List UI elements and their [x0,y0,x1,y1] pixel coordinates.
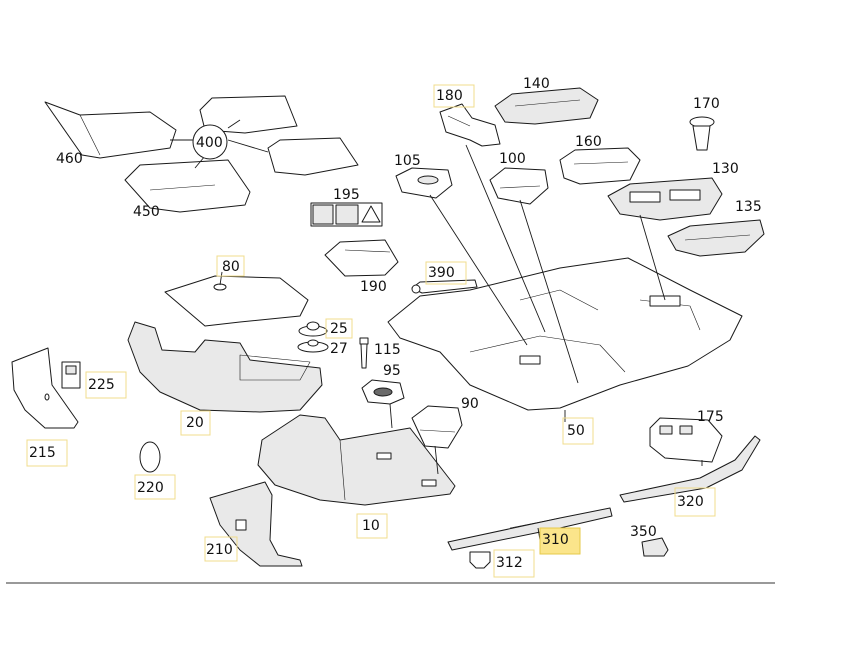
svg-text:320: 320 [677,494,704,510]
cap-27[interactable] [297,339,329,353]
svg-text:50: 50 [567,423,585,439]
callout-210[interactable]: 210 [204,536,238,562]
tray-100[interactable] [489,167,549,205]
callout-460[interactable]: 460 [56,151,83,167]
trunk-floor-cover[interactable] [164,275,309,327]
callout-130[interactable]: 130 [712,161,739,177]
svg-text:210: 210 [206,542,233,558]
svg-text:215: 215 [29,445,56,461]
svg-text:180: 180 [436,88,463,104]
floor-insulation-50[interactable] [387,257,743,411]
tray-105[interactable] [395,167,453,199]
callout-390[interactable]: 390 [425,261,467,285]
callout-135[interactable]: 135 [735,199,762,215]
svg-text:190: 190 [360,279,387,295]
callout-190[interactable]: 190 [360,279,387,295]
svg-text:310: 310 [542,532,569,548]
console-part-135[interactable] [667,219,765,257]
callout-310[interactable]: 310 [539,527,581,555]
callout-350[interactable]: 350 [630,524,657,540]
cover-panel-190[interactable] [324,239,399,277]
clip-312[interactable] [469,551,491,569]
floor-mat-front-right[interactable] [124,159,251,213]
callout-160[interactable]: 160 [575,134,602,150]
callout-195[interactable]: 195 [333,187,360,203]
sill-trim-320[interactable] [619,435,761,503]
clip-225[interactable] [61,361,81,389]
console-cover-140[interactable] [494,87,599,125]
tray-90[interactable] [411,405,463,449]
svg-text:450: 450 [133,204,160,220]
svg-text:130: 130 [712,161,739,177]
callout-220[interactable]: 220 [134,474,176,500]
strap-390[interactable] [411,279,478,294]
callout-215[interactable]: 215 [26,439,68,467]
svg-text:160: 160 [575,134,602,150]
round-cover-220[interactable] [139,441,161,473]
svg-text:220: 220 [137,480,164,496]
callout-312[interactable]: 312 [493,549,535,578]
tray-95[interactable] [361,379,405,405]
clip-350[interactable] [641,537,669,557]
svg-text:105: 105 [394,153,421,169]
svg-text:115: 115 [374,342,401,358]
svg-text:80: 80 [222,259,240,275]
svg-text:195: 195 [333,187,360,203]
callout-50[interactable]: 50 [562,417,594,445]
svg-text:20: 20 [186,415,204,431]
callout-25[interactable]: 25 [325,318,353,339]
pillar-trim-215[interactable] [11,347,79,429]
callout-80[interactable]: 80 [216,255,245,277]
svg-text:140: 140 [523,76,550,92]
callout-180[interactable]: 180 [433,84,475,108]
callout-450[interactable]: 450 [133,204,160,220]
svg-text:460: 460 [56,151,83,167]
svg-text:135: 135 [735,199,762,215]
clip-170[interactable] [689,116,715,151]
floor-mat-front-left[interactable] [44,101,177,159]
svg-text:95: 95 [383,363,401,379]
front-carpet-10[interactable] [257,414,456,506]
svg-text:90: 90 [461,396,479,412]
callout-90[interactable]: 90 [461,396,479,412]
callout-circle-400 [192,124,228,160]
callout-10[interactable]: 10 [356,513,388,539]
cover-160[interactable] [559,147,641,185]
callout-400[interactable]: 400 [196,135,223,151]
floor-mat-rear-right[interactable] [267,137,359,176]
side-panel-210[interactable] [209,481,303,567]
svg-text:25: 25 [330,321,348,337]
panel-175[interactable] [649,417,723,463]
svg-text:400: 400 [196,135,223,151]
sill-trim-310[interactable] [447,507,613,551]
svg-text:170: 170 [693,96,720,112]
center-console-130[interactable] [607,177,723,221]
svg-text:175: 175 [697,409,724,425]
svg-text:10: 10 [362,518,380,534]
callout-175[interactable]: 175 [697,409,724,425]
callout-27[interactable]: 27 [330,341,348,357]
svg-text:390: 390 [428,265,455,281]
callout-115[interactable]: 115 [374,342,401,358]
callout-100[interactable]: 100 [499,151,526,167]
svg-text:312: 312 [496,555,523,571]
clip-115[interactable] [359,337,369,369]
svg-text:100: 100 [499,151,526,167]
callout-225[interactable]: 225 [85,371,127,399]
callout-105[interactable]: 105 [394,153,421,169]
callout-95[interactable]: 95 [383,363,401,379]
callout-170[interactable]: 170 [693,96,720,112]
callout-20[interactable]: 20 [180,410,211,436]
bracket-180[interactable] [439,103,501,147]
warning-label[interactable] [310,202,383,227]
svg-text:27: 27 [330,341,348,357]
callout-140[interactable]: 140 [523,76,550,92]
svg-text:350: 350 [630,524,657,540]
callout-320[interactable]: 320 [674,487,716,517]
cap-25[interactable] [298,321,328,337]
trunk-trim-20[interactable] [127,321,323,413]
svg-text:225: 225 [88,377,115,393]
